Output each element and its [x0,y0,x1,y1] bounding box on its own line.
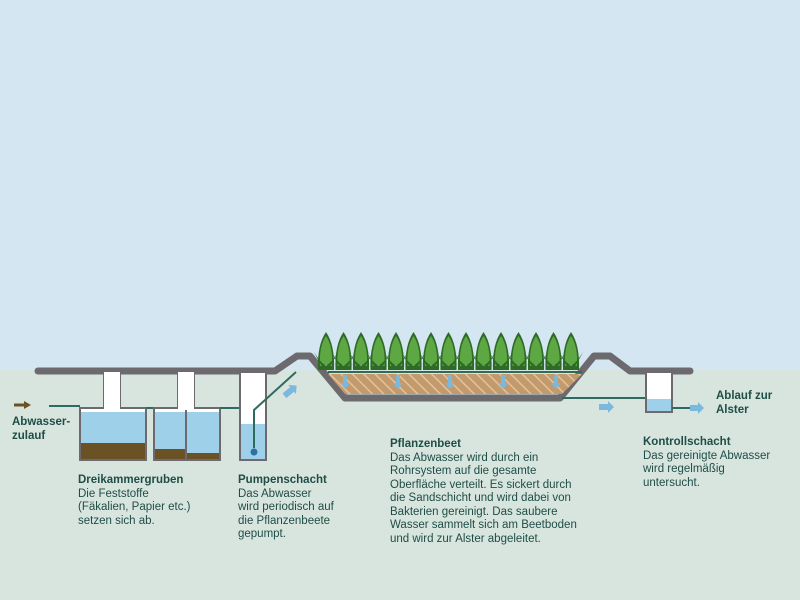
seepage-arrow [340,375,350,389]
reed-plant [314,332,338,370]
reed-plant [401,332,426,370]
reed-plant [331,332,356,370]
bed-label: Pflanzenbeet Das Abwasser wird durch ein… [390,438,577,546]
reed-plant [489,332,513,370]
outflow-arrow [690,402,704,414]
reed-plant [506,332,531,370]
reed-plant [419,332,443,370]
outflow-title: Ablauf zur Alster [716,390,773,416]
sky [0,0,800,372]
control-label: Kontrollschacht Das gereinigte Abwasser … [643,436,770,490]
reed-plant [436,332,461,370]
control-text: Das gereinigte Abwasser wird regelmäßig … [643,449,771,489]
seepage-arrow [393,375,403,389]
tank-chamber-1 [79,371,147,461]
reed-plant [454,332,478,370]
reed-plant [524,332,548,370]
three-chamber-tanks [79,371,240,461]
seepage-arrow [551,375,561,389]
ground-surface-line [34,352,694,402]
pump-flow-arrow [282,384,297,399]
tanks-text: Die Feststoffe (Fäkalien, Papier etc.) s… [78,487,191,527]
reed-plant [384,332,408,370]
pump-shaft [239,371,297,461]
reed-plant [541,332,566,370]
tank-chamber-2-3 [153,371,221,461]
seepage-arrow [445,375,455,389]
tanks-label: Dreikammergruben Die Feststoffe (Fäkalie… [78,474,191,528]
pump-label: Pumpenschacht Das Abwasser wird periodis… [238,474,334,542]
inflow-label: Abwasser- zulauf [12,416,70,443]
bed-text: Das Abwasser wird durch ein Rohrsystem a… [390,451,577,545]
pump [250,448,258,456]
bed-outflow-arrow [599,401,614,413]
pump-text: Das Abwasser wird periodisch auf die Pfl… [238,487,334,541]
inflow-arrow [14,401,31,409]
pump-riser-pipe [253,371,297,448]
seepage-arrows [340,375,561,389]
reed-plant [349,332,373,370]
bed-title: Pflanzenbeet [390,438,461,450]
outflow-label: Ablauf zur Alster [716,390,772,417]
control-title: Kontrollschacht [643,436,731,448]
reed-plants [314,332,583,370]
plant-bed [314,332,583,394]
seepage-arrow [498,375,508,389]
reed-plant [471,332,496,370]
tanks-title: Dreikammergruben [78,474,184,486]
inflow-title: Abwasser- zulauf [12,416,71,442]
pump-title: Pumpenschacht [238,474,327,486]
sand-layer [328,374,582,394]
reed-plant [559,332,583,370]
control-shaft [645,371,704,414]
reed-plant [366,332,391,370]
